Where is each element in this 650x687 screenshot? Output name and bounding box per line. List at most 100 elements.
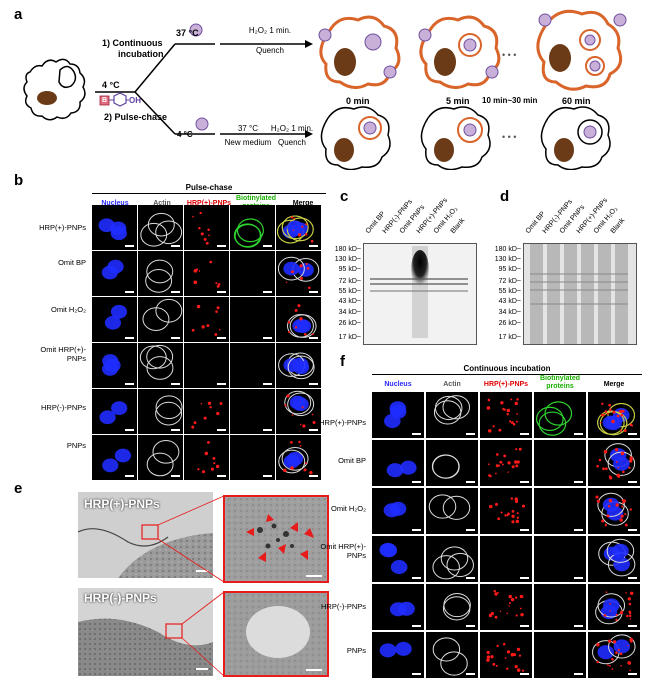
- start-cell-vesicle: [58, 65, 77, 89]
- h2o2-bottom-label: H₂O₂ 1 min.: [270, 124, 314, 133]
- panel_c-marker-1: 130 kD~: [334, 256, 361, 263]
- col-biotin-f: Biotinylated proteins: [539, 375, 581, 390]
- b-img-r4-biotin: [230, 389, 275, 434]
- probe-letter: B: [102, 97, 108, 104]
- tem-label-hrp-plus: HRP(+)-PNPs: [84, 497, 160, 511]
- new-medium-label: New medium: [224, 138, 272, 147]
- panel-d-label: d: [500, 188, 510, 205]
- panel-b-title-rule: [92, 193, 326, 194]
- panel-a-schematic: [23, 9, 627, 170]
- row-b-3: Omit HRP(+)-PNPs: [40, 345, 86, 363]
- b-img-r1-merge: [276, 251, 321, 296]
- b-img-r5-merge: [276, 435, 321, 480]
- panel-b-title: Pulse-chase: [185, 183, 233, 192]
- b-img-r0-hrp: [184, 205, 229, 250]
- f-img-r0-merge: [588, 392, 640, 438]
- b-img-r4-nucleus: [92, 389, 137, 434]
- col-actin-f: Actin: [443, 381, 461, 388]
- f-img-r4-nucleus: [372, 584, 424, 630]
- f-img-r3-nucleus: [372, 536, 424, 582]
- panel_c-marker-4: 55 kD~: [338, 288, 361, 295]
- f-img-r3-hrp: [480, 536, 532, 582]
- pnp-icon-bottom: [195, 117, 209, 131]
- b-img-r0-merge: [276, 205, 321, 250]
- h2o2-top-label: H₂O₂ 1 min.: [248, 26, 292, 35]
- probe-phenol-ring: [113, 92, 127, 107]
- row-f-0: HRP(+)-PNPs: [319, 418, 366, 427]
- panel_d-marker-8: 17 kD~: [498, 334, 521, 341]
- panel-c-blot: [363, 243, 477, 345]
- row-b-5: PNPs: [66, 441, 86, 450]
- panel_d-marker-3: 72 kD~: [498, 278, 521, 285]
- time-5min: 5 min: [446, 96, 470, 106]
- panel-e-tem: [78, 492, 329, 677]
- f-img-r2-nucleus: [372, 488, 424, 534]
- f-img-r1-nucleus: [372, 440, 424, 486]
- probe-oh: OH: [129, 96, 141, 105]
- tem-label-hrp-minus: HRP(-)-PNPs: [84, 591, 157, 605]
- b-img-r5-actin: [138, 435, 183, 480]
- panel-f-title-rule: [372, 374, 642, 375]
- time-10-30min: 10 min~30 min: [482, 96, 538, 105]
- panel_c-marker-6: 34 kD~: [338, 309, 361, 316]
- panel_c-marker-2: 95 kD~: [338, 266, 361, 273]
- row-f-2: Omit H₂O₂: [331, 504, 366, 513]
- route2-label: 2) Pulse-chase: [104, 112, 168, 122]
- cell-5min-top: [418, 15, 501, 89]
- panel_d-marker-5: 43 kD~: [498, 298, 521, 305]
- route1-line2: incubation: [118, 49, 164, 59]
- f-img-r1-merge: [588, 440, 640, 486]
- panel_c-marker-0: 180 kD~: [334, 246, 361, 253]
- f-img-r5-biotin: [534, 632, 586, 678]
- col-hrp-f: HRP(+)-PNPs: [483, 381, 529, 388]
- panel_d-marker-6: 34 kD~: [498, 309, 521, 316]
- f-img-r2-merge: [588, 488, 640, 534]
- cell-0min-top: [318, 15, 401, 89]
- panel-a-label: a: [14, 6, 23, 23]
- pnp-icon-top: [189, 23, 203, 37]
- b-img-r1-hrp: [184, 251, 229, 296]
- f-img-r1-hrp: [480, 440, 532, 486]
- f-img-r0-actin: [426, 392, 478, 438]
- f-img-r4-biotin: [534, 584, 586, 630]
- b-img-r2-nucleus: [92, 297, 137, 342]
- time-60min: 60 min: [562, 96, 591, 106]
- row-f-5: PNPs: [346, 646, 366, 655]
- row-b-1: Omit BP: [58, 258, 86, 267]
- col-nucleus-f: Nucleus: [384, 381, 412, 388]
- b-img-r3-nucleus: [92, 343, 137, 388]
- f-img-r5-merge: [588, 632, 640, 678]
- panel_d-marker-7: 26 kD~: [498, 320, 521, 327]
- panel_c-marker-8: 17 kD~: [338, 334, 361, 341]
- cell-1-bottom: [320, 106, 391, 170]
- b-img-r0-actin: [138, 205, 183, 250]
- f-img-r5-hrp: [480, 632, 532, 678]
- b-img-r5-nucleus: [92, 435, 137, 480]
- f-img-r1-biotin: [534, 440, 586, 486]
- panel-f-title: Continuous incubation: [463, 364, 551, 373]
- col-actin-b: Actin: [153, 200, 171, 207]
- route1-line1: 1) Continuous: [102, 38, 163, 48]
- f-img-r5-actin: [426, 632, 478, 678]
- temp-37c-bottom: 37 °C: [237, 124, 259, 133]
- f-img-r2-actin: [426, 488, 478, 534]
- panel-f-header: Nucleus Actin HRP(+)-PNPs Biotinylated p…: [372, 375, 644, 393]
- start-cell-nucleus: [37, 91, 57, 105]
- panel_d-lane-5: Blank: [609, 217, 627, 235]
- panel_d-marker-1: 130 kD~: [494, 256, 521, 263]
- b-img-r4-merge: [276, 389, 321, 434]
- panel-d-blot: [523, 243, 637, 345]
- f-img-r3-merge: [588, 536, 640, 582]
- f-img-r1-actin: [426, 440, 478, 486]
- b-img-r5-biotin: [230, 435, 275, 480]
- col-hrp-b: HRP(+)-PNPs: [186, 200, 232, 207]
- f-img-r0-hrp: [480, 392, 532, 438]
- b-img-r3-hrp: [184, 343, 229, 388]
- row-f-1: Omit BP: [338, 456, 366, 465]
- ellipsis-bottom: • • •: [502, 132, 517, 142]
- temp-37c-top: 37 °C: [176, 28, 199, 38]
- col-merge-f: Merge: [603, 381, 625, 388]
- panel_d-marker-4: 55 kD~: [498, 288, 521, 295]
- panel_d-marker-0: 180 kD~: [494, 246, 521, 253]
- b-img-r3-biotin: [230, 343, 275, 388]
